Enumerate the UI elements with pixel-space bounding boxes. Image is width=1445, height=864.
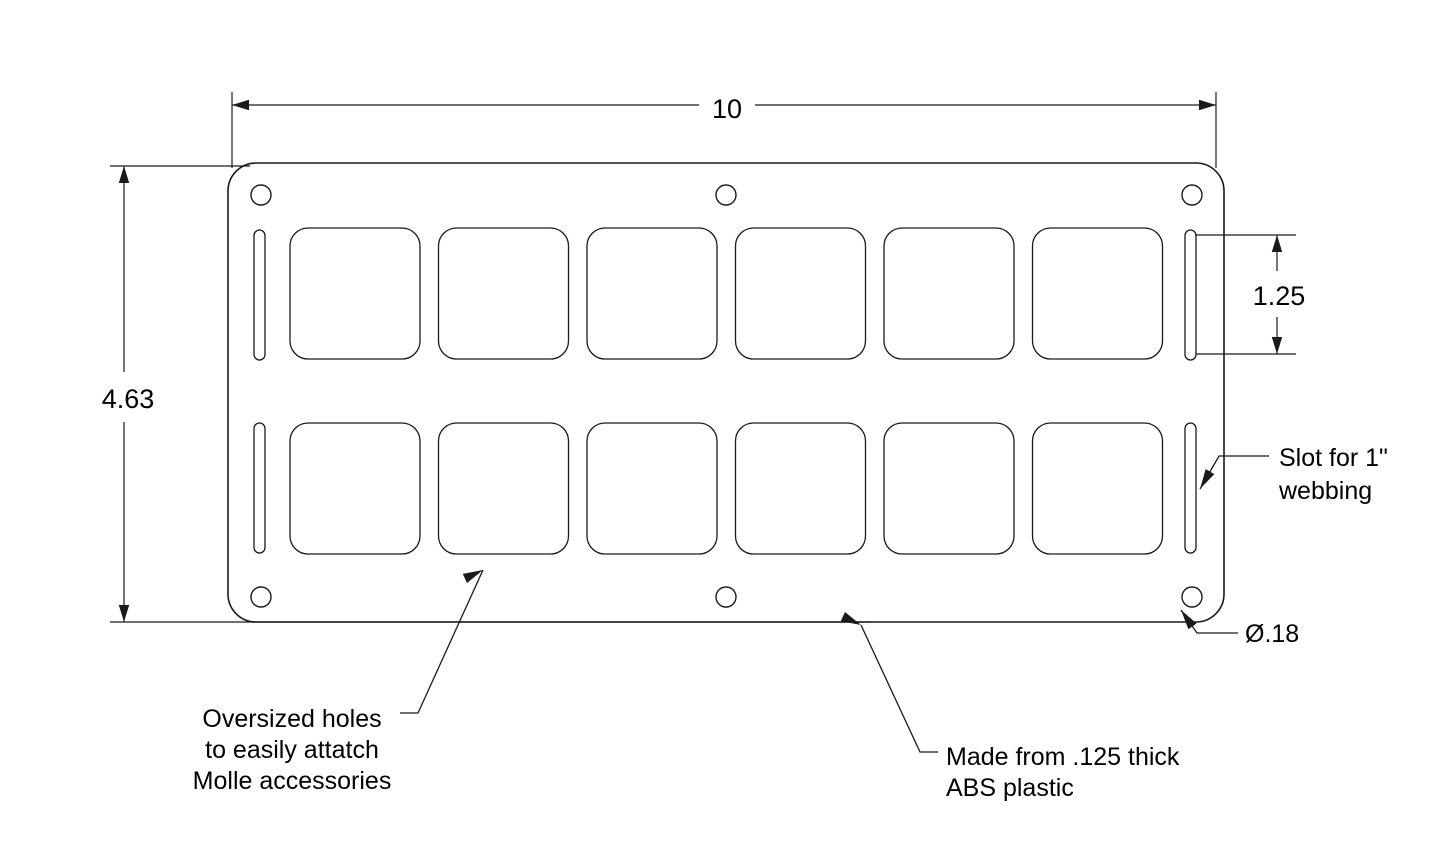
slot-callout-text-line: Slot for 1": [1279, 444, 1388, 472]
material-note-text-line: Made from .125 thick: [946, 743, 1180, 771]
webbing-slot: [253, 422, 266, 554]
webbing-slot: [1184, 422, 1197, 554]
slot-callout-arrow: [1200, 469, 1215, 489]
dim-label-width: 10: [712, 94, 742, 124]
slot-callout-text-line: webbing: [1278, 477, 1372, 505]
webbing-slot: [253, 229, 266, 361]
oversized-holes-note-text-line: Molle accessories: [193, 767, 392, 795]
panel-outline: [227, 162, 1225, 623]
molle-cutout: [437, 422, 570, 555]
dim-arrow-left: [232, 99, 249, 111]
molle-cutout: [289, 227, 421, 360]
molle-cutout: [289, 422, 421, 555]
mounting-hole: [1181, 586, 1203, 608]
dim-arrow-top: [118, 166, 130, 183]
molle-cutout: [586, 227, 718, 360]
molle-cutout: [586, 422, 718, 555]
molle-cutout: [883, 422, 1015, 555]
molle-cutout: [1031, 422, 1164, 555]
material-note-arrow: [840, 612, 861, 625]
oversized-holes-note-arrow: [462, 570, 483, 583]
molle-cutout: [734, 422, 867, 555]
dim-arrow-right: [1199, 99, 1216, 111]
dim-arrow-bottom: [1271, 337, 1283, 354]
dim-label-height: 4.63: [102, 384, 155, 414]
dim-arrow-top: [1271, 235, 1283, 252]
webbing-slot: [1184, 229, 1197, 361]
mounting-hole: [250, 586, 272, 608]
material-note-text-line: ABS plastic: [946, 774, 1074, 802]
mounting-hole: [715, 586, 737, 608]
oversized-holes-note-text-line: Oversized holes: [202, 705, 381, 733]
material-note-leader: [860, 624, 938, 753]
molle-cutout: [883, 227, 1015, 360]
mounting-hole: [250, 184, 272, 206]
hole-diameter-callout-arrow: [1181, 610, 1197, 630]
molle-cutout: [734, 227, 867, 360]
mounting-hole: [715, 184, 737, 206]
mounting-hole: [1181, 184, 1203, 206]
molle-cutout: [1031, 227, 1164, 360]
dim-arrow-bottom: [118, 605, 130, 622]
dim-label-slot: 1.25: [1253, 281, 1306, 311]
oversized-holes-note-text-line: to easily attatch: [205, 736, 379, 764]
molle-cutout: [437, 227, 570, 360]
oversized-holes-note-leader: [400, 569, 484, 714]
hole-diameter-callout-text-line: Ø.18: [1245, 620, 1299, 648]
